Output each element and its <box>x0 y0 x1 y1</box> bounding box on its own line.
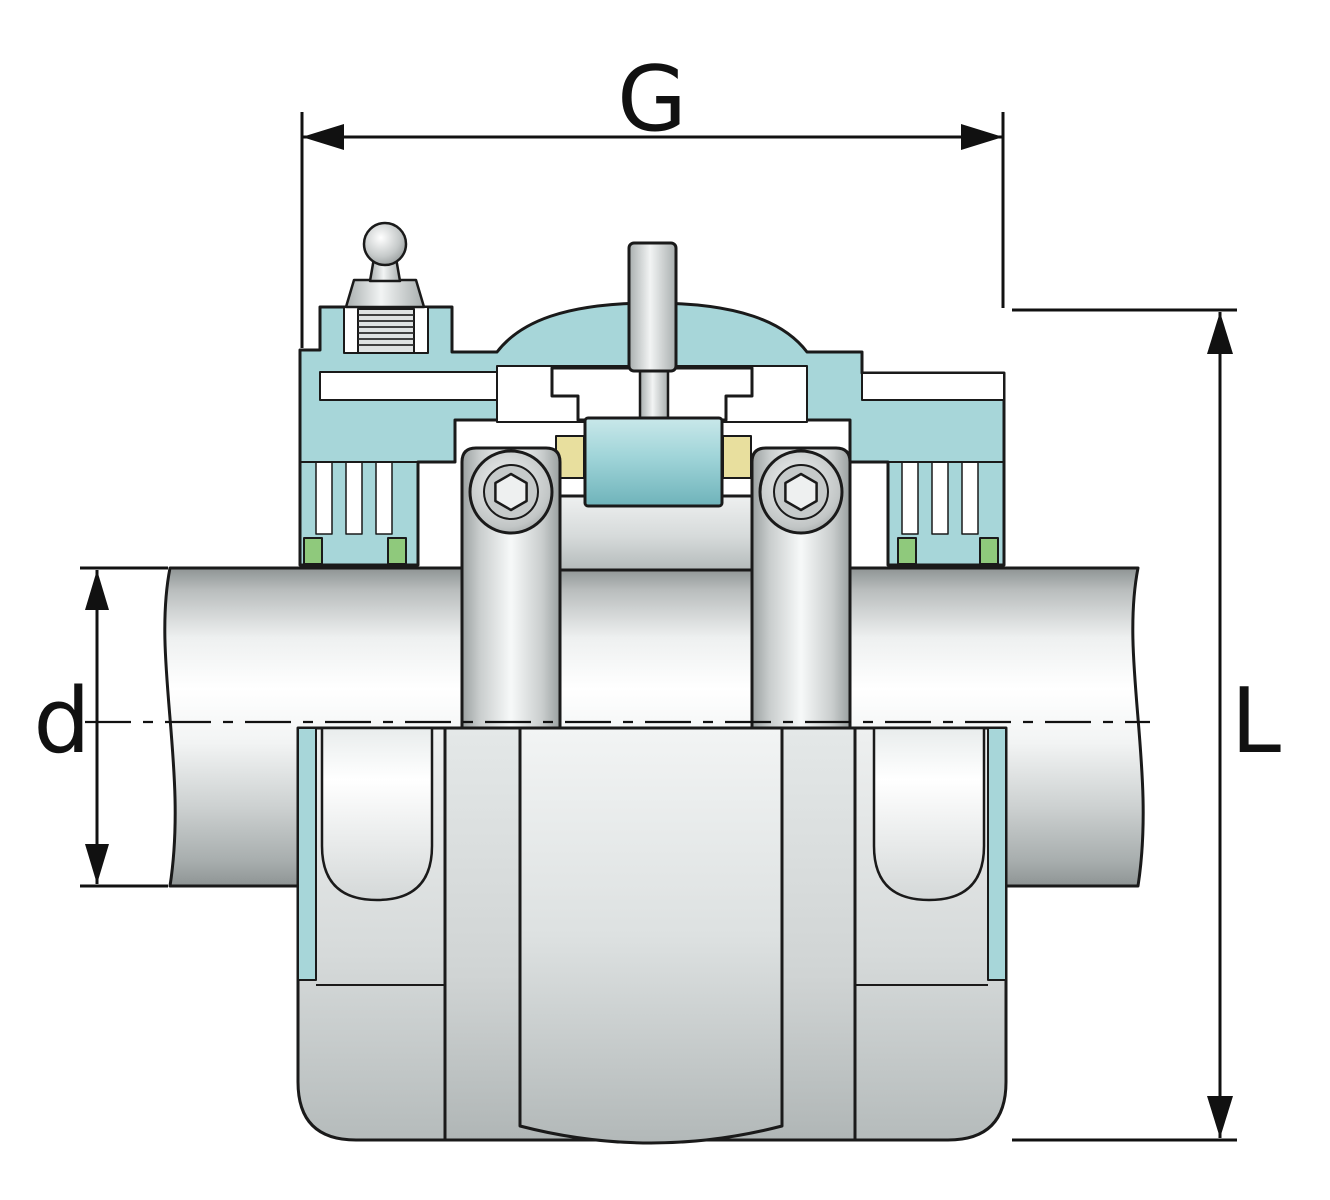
housing-cap-body <box>298 301 1006 567</box>
hex-socket-icon <box>784 472 818 512</box>
l-arrow-bottom-icon <box>1207 1096 1233 1138</box>
cage-pocket-right <box>722 435 752 479</box>
pin-lower-stem <box>638 366 670 424</box>
bearing-inner-assembly <box>460 416 852 734</box>
dimension-g-label: G <box>617 47 687 152</box>
labyrinth-slot <box>345 461 363 535</box>
dimension-g: G <box>300 47 1005 348</box>
grease-nipple <box>343 221 429 354</box>
labyrinth-slot <box>961 461 979 535</box>
labyrinth-slot <box>931 461 949 535</box>
g-arrow-right-icon <box>961 124 1003 150</box>
locating-pin <box>550 241 754 424</box>
d-arrow-top-icon <box>85 570 109 610</box>
socket-screw-right <box>758 449 844 535</box>
housing-side-wall-left <box>297 727 317 981</box>
locknut-center-block <box>518 726 784 1145</box>
g-arrow-left-icon <box>302 124 344 150</box>
grease-nipple-hex <box>344 278 426 309</box>
housing-side-wall-right <box>987 727 1007 981</box>
labyrinth-slot <box>315 461 333 535</box>
seal-ring-segment <box>303 537 323 565</box>
right-cover-strip <box>861 372 1005 401</box>
roller-element <box>583 416 724 508</box>
seal-ring-segment <box>387 537 407 565</box>
upper-housing-group <box>298 221 1006 567</box>
socket-screw-left <box>468 449 554 535</box>
pin-upper-body <box>627 241 678 373</box>
left-labyrinth-seal <box>300 461 418 565</box>
d-arrow-bottom-icon <box>85 844 109 884</box>
grease-nipple-ball <box>362 221 408 267</box>
clearance-arch-right <box>872 726 986 902</box>
dimension-d-label: d <box>33 669 90 774</box>
clearance-arch-left <box>320 726 434 902</box>
dimension-l-label: L <box>1231 669 1281 774</box>
labyrinth-slot <box>375 461 393 535</box>
dimension-l: L <box>1012 308 1281 1142</box>
lower-housing-group <box>296 726 1008 1145</box>
hex-socket-icon <box>494 472 528 512</box>
seal-ring-segment <box>979 537 999 565</box>
dimension-d: d <box>33 566 168 888</box>
labyrinth-slot <box>901 461 919 535</box>
right-labyrinth-seal <box>888 461 1004 565</box>
l-arrow-top-icon <box>1207 312 1233 354</box>
seal-ring-segment <box>897 537 917 565</box>
thread-lines <box>358 314 414 346</box>
